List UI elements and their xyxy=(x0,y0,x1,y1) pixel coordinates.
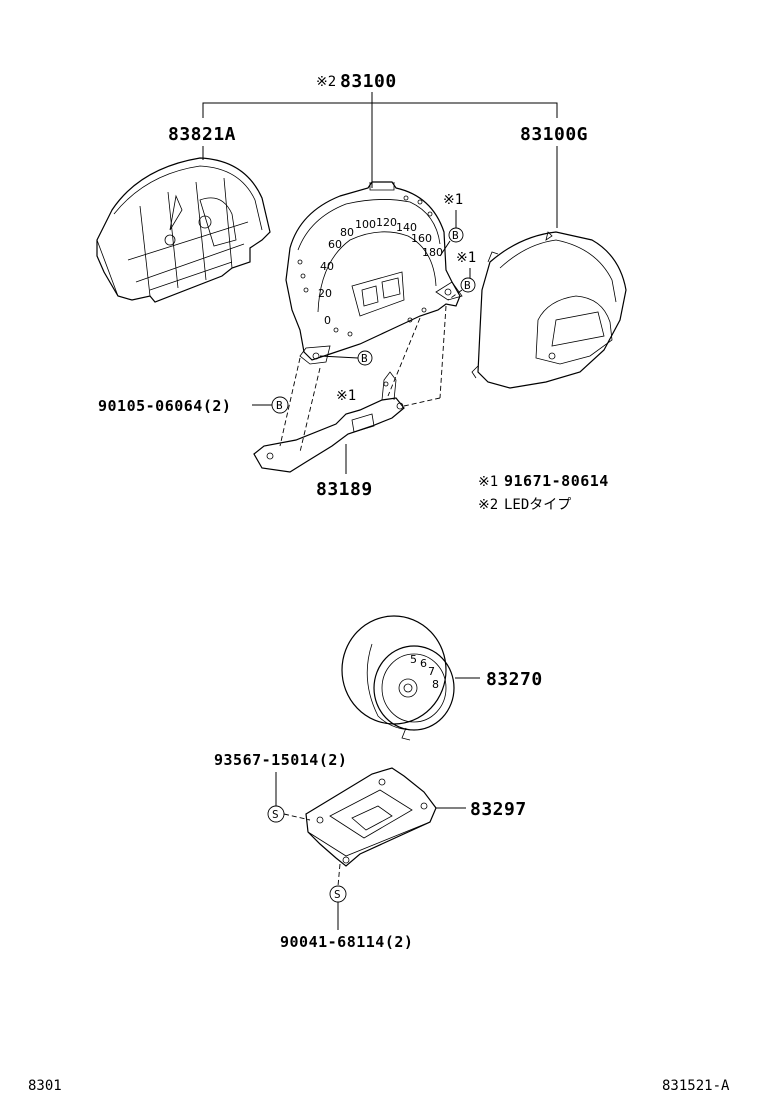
dial-number-100: 100 xyxy=(355,218,376,231)
b-callout-1: B xyxy=(452,229,459,242)
tach-number-8: 8 xyxy=(432,678,439,691)
tach-number-6: 6 xyxy=(420,657,427,670)
b-callout-3: B xyxy=(361,352,368,365)
main-gauge-part: 0 20 40 60 80 100 120 140 160 180 xyxy=(285,181,463,365)
rear-case-label: 83821A xyxy=(168,124,236,145)
dial-number-140: 140 xyxy=(396,221,417,234)
main-assembly-label: 83100 xyxy=(340,71,397,92)
main-assembly-mark: ※2 xyxy=(316,74,336,90)
b-callout-2: B xyxy=(464,279,471,292)
dial-number-60: 60 xyxy=(328,238,342,251)
screw-s-lower-group: S 90041-68114(2) xyxy=(280,863,413,951)
bracket-group: 83189 xyxy=(253,305,447,500)
tach-bracket-label: 83297 xyxy=(470,799,527,820)
dial-number-180: 180 xyxy=(422,246,443,259)
main-assembly-callout: ※2 83100 xyxy=(202,71,558,188)
dial-number-120: 120 xyxy=(376,216,397,229)
front-cover-label: 83100G xyxy=(520,124,588,145)
dial-number-20: 20 xyxy=(318,287,332,300)
note1-text: 91671-80614 xyxy=(504,472,609,490)
b-callout-circle-1 xyxy=(448,227,464,243)
tach-number-5: 5 xyxy=(410,653,417,666)
front-cover-part xyxy=(471,231,627,389)
screw-b-circle xyxy=(271,396,289,414)
notes-block: ※1 91671-80614 ※2 LEDタイプ xyxy=(478,472,609,513)
screw-s-upper-callout: S xyxy=(272,808,279,821)
front-cover-group: 83100G xyxy=(471,124,627,389)
dial-number-80: 80 xyxy=(340,226,354,239)
tach-bracket-part xyxy=(305,767,437,867)
note2-text: LEDタイプ xyxy=(504,497,571,513)
mark1-callout-mid: ※1 xyxy=(456,250,476,266)
tachometer-part xyxy=(341,615,455,741)
note2-mark: ※2 xyxy=(478,497,498,513)
screw-s-lower-callout: S xyxy=(334,888,341,901)
bracket-label: 83189 xyxy=(316,479,373,500)
tach-bracket-group: 83297 xyxy=(305,767,527,867)
rear-case-group: 83821A xyxy=(96,124,271,303)
screw-b-group: 90105-06064(2) B xyxy=(98,396,289,415)
dial-number-0: 0 xyxy=(324,314,331,327)
gauge-screw-callouts: ※1 B ※1 B B ※1 xyxy=(319,192,476,404)
rear-case-part xyxy=(96,157,271,303)
screw-s-lower-label: 90041-68114(2) xyxy=(280,933,413,951)
screw-s-upper-group: 93567-15014(2) S xyxy=(214,751,347,823)
screw-s-upper-label: 93567-15014(2) xyxy=(214,751,347,769)
screw-b-callout: B xyxy=(276,399,283,412)
tachometer-group: 5 6 7 8 83270 xyxy=(341,615,543,741)
assembly-bracket-line xyxy=(202,102,558,118)
screw-b-label: 90105-06064(2) xyxy=(98,397,231,415)
dial-number-40: 40 xyxy=(320,260,334,273)
dial-number-160: 160 xyxy=(411,232,432,245)
note1-mark: ※1 xyxy=(478,474,498,490)
mark1-callout-bottom: ※1 xyxy=(336,388,356,404)
bracket-part xyxy=(253,371,405,473)
b-callout-circle-2 xyxy=(460,277,476,293)
footer-left-code: 8301 xyxy=(28,1078,62,1094)
footer-right-code: 831521-A xyxy=(662,1078,730,1094)
mark1-callout-top: ※1 xyxy=(443,192,463,208)
tachometer-label: 83270 xyxy=(486,669,543,690)
tach-number-7: 7 xyxy=(428,665,435,678)
